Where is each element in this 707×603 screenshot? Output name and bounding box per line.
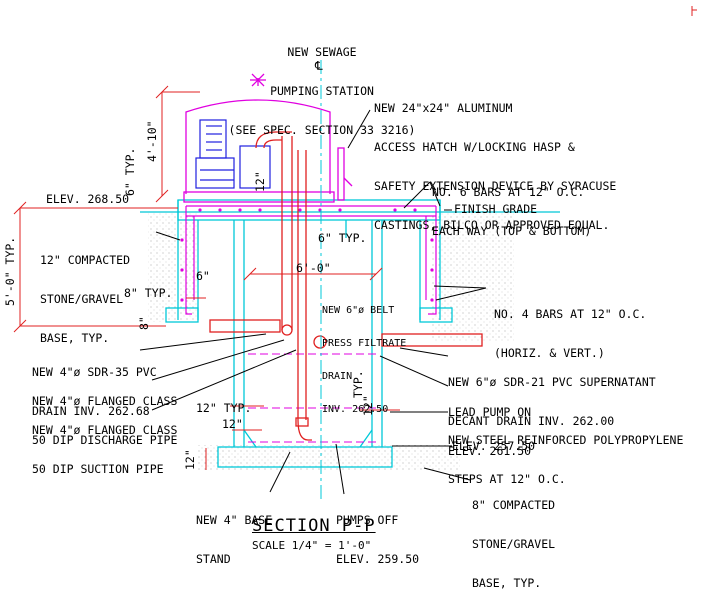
dim-wall-8-typ: 8" TYP.	[124, 286, 173, 300]
stone-base-right-line-3: BASE, TYP.	[472, 576, 542, 590]
belt-press-note-line-2: PRESS FILTRATE	[322, 338, 407, 349]
centerline-symbol: ℄	[315, 59, 323, 73]
stone-base-left-line-3: BASE, TYP.	[40, 331, 110, 345]
dimension-lines	[13, 85, 400, 470]
stone-base-right-line-2: STONE/GRAVEL	[472, 537, 556, 551]
dim-step-12: 12"	[361, 395, 375, 416]
stone-base-right: 8" COMPACTED STONE/GRAVEL BASE, TYP.	[472, 473, 555, 603]
rebar-top-note-line-2: EACH WAY (TOP & BOTTOM)	[432, 224, 592, 238]
dim-typ-right: TYP.	[351, 370, 365, 398]
station-label-line-2: PUMPING STATION	[270, 84, 374, 98]
rebar-top-note-line-1: NO. 6 BARS AT 12" O.C.	[432, 185, 585, 199]
soil-hatch-right	[432, 212, 514, 342]
lead-pump-note-line-1: LEAD PUMP ON	[448, 405, 532, 419]
dim-inside-width: 6'-0"	[296, 261, 331, 275]
dim-footing-8: 8"	[137, 316, 151, 330]
dim-hatch-height: 4'-10"	[145, 120, 159, 162]
rebar-dots	[180, 208, 434, 302]
rebar-top-note: NO. 6 BARS AT 12" O.C. EACH WAY (TOP & B…	[432, 160, 591, 251]
supernatant-note-line-1: NEW 6"ø SDR-21 PVC SUPERNATANT	[448, 375, 656, 389]
stone-base-right-line-1: 8" COMPACTED	[472, 498, 556, 512]
pvc-drain-note-line-1: NEW 4"ø SDR-35 PVC	[32, 365, 157, 379]
dim-floor-12-typ: 12" TYP.	[196, 401, 252, 415]
section-title: SECTION P-P	[252, 516, 376, 536]
lead-pump-note: LEAD PUMP ON ELEV. 261.50	[448, 380, 531, 471]
stone-base-left: 12" COMPACTED STONE/GRAVEL BASE, TYP.	[40, 228, 130, 358]
pumps-off-note-line-2: ELEV. 259.50	[336, 552, 420, 566]
pvc-drain-note: NEW 4"ø SDR-35 PVC DRAIN INV. 262.68	[32, 340, 157, 431]
leader-lines	[139, 109, 487, 495]
belt-press-note-line-3: DRAIN	[322, 371, 353, 382]
supernatant-note-line-2: DECANT DRAIN INV. 262.00	[448, 414, 615, 428]
corner-mark	[691, 6, 697, 16]
hatch-note: NEW 24"x24" ALUMINUM ACCESS HATCH W/LOCK…	[374, 76, 616, 245]
elev-bottom-label: ELEV. 257.50	[452, 439, 536, 453]
station-label: NEW SEWAGE PUMPING STATION (SEE SPEC. SE…	[212, 20, 432, 150]
section-scale: SCALE 1/4" = 1'-0"	[252, 539, 372, 552]
base-stand-note-line-2: STAND	[196, 552, 231, 566]
enclosure	[183, 73, 335, 203]
supernatant-note: NEW 6"ø SDR-21 PVC SUPERNATANT DECANT DR…	[448, 350, 656, 441]
rebar-side-note-line-1: NO. 4 BARS AT 12" O.C.	[494, 307, 647, 321]
steps-note: NEW STEEL REINFORCED POLYPROPYLENE STEPS…	[448, 408, 683, 499]
section-drawing	[13, 60, 560, 500]
rebar-side-note: NO. 4 BARS AT 12" O.C. (HORIZ. & VERT.)	[494, 282, 646, 373]
belt-press-note: NEW 6"ø BELT PRESS FILTRATE DRAIN INV. 2…	[322, 283, 406, 426]
soil-hatch-left	[148, 212, 198, 322]
access-hatch	[337, 147, 353, 201]
dim-wall-6: 6"	[196, 269, 210, 283]
belt-press-note-line-4: INV. 262.50	[322, 404, 389, 415]
steps-note-line-2: STEPS AT 12" O.C.	[448, 472, 566, 486]
dim-footing-12: 12"	[183, 449, 197, 470]
discharge-pipe-note-line-1: NEW 4"ø FLANGED CLASS	[32, 394, 178, 408]
discharge-pipe	[255, 131, 312, 441]
dim-slab-typ: 6" TYP.	[123, 147, 137, 196]
elev-top-label: ELEV. 268.50	[46, 192, 130, 206]
discharge-pipe-note: NEW 4"ø FLANGED CLASS 50 DIP DISCHARGE P…	[32, 369, 177, 460]
discharge-pipe-note-line-2: 50 DIP DISCHARGE PIPE	[32, 433, 178, 447]
stone-base-left-line-1: 12" COMPACTED	[40, 253, 131, 267]
pumps-off-note-line-1: PUMPS OFF	[336, 513, 399, 527]
station-label-line-3: (SEE SPEC. SECTION 33 3216)	[228, 123, 416, 137]
dim-pipe-12: 12"	[253, 171, 267, 192]
rebar	[185, 205, 437, 315]
station-label-line-1: NEW SEWAGE	[287, 45, 357, 59]
dim-top-6-typ: 6" TYP.	[318, 231, 367, 245]
stone-base-left-line-2: STONE/GRAVEL	[40, 292, 124, 306]
rebar-side-note-line-2: (HORIZ. & VERT.)	[494, 346, 605, 360]
dim-floor-12: 12"	[222, 417, 243, 431]
suction-pipe-note-line-1: NEW 4"ø FLANGED CLASS	[32, 423, 178, 437]
pvc-drain-note-line-2: DRAIN INV. 262.68	[32, 404, 150, 418]
dim-depth: 5'-0" TYP.	[3, 236, 17, 306]
hatch-note-line-2: ACCESS HATCH W/LOCKING HASP &	[374, 140, 575, 154]
hatch-note-line-1: NEW 24"x24" ALUMINUM	[374, 101, 513, 115]
level-lines	[248, 353, 380, 443]
pump-equipment	[195, 119, 271, 189]
belt-press-note-line-1: NEW 6"ø BELT	[322, 305, 395, 316]
hatch-note-line-4: CASTINGS, BILCO OR APPROVED EQUAL.	[374, 218, 610, 232]
suction-pipe-note-line-2: 50 DIP SUCTION PIPE	[32, 462, 164, 476]
steps-note-line-1: NEW STEEL REINFORCED POLYPROPYLENE	[448, 433, 684, 447]
hatch-note-line-3: SAFETY EXTENSION DEVICE BY SYRACUSE	[374, 179, 617, 193]
finish-grade-label: FINISH GRADE	[454, 202, 538, 216]
lead-pump-note-line-2: ELEV. 261.50	[448, 444, 532, 458]
base-stand-note-line-1: NEW 4" BASE	[196, 513, 273, 527]
suction-pipe-note: NEW 4"ø FLANGED CLASS 50 DIP SUCTION PIP…	[32, 398, 177, 489]
drain-pipes	[209, 319, 483, 349]
